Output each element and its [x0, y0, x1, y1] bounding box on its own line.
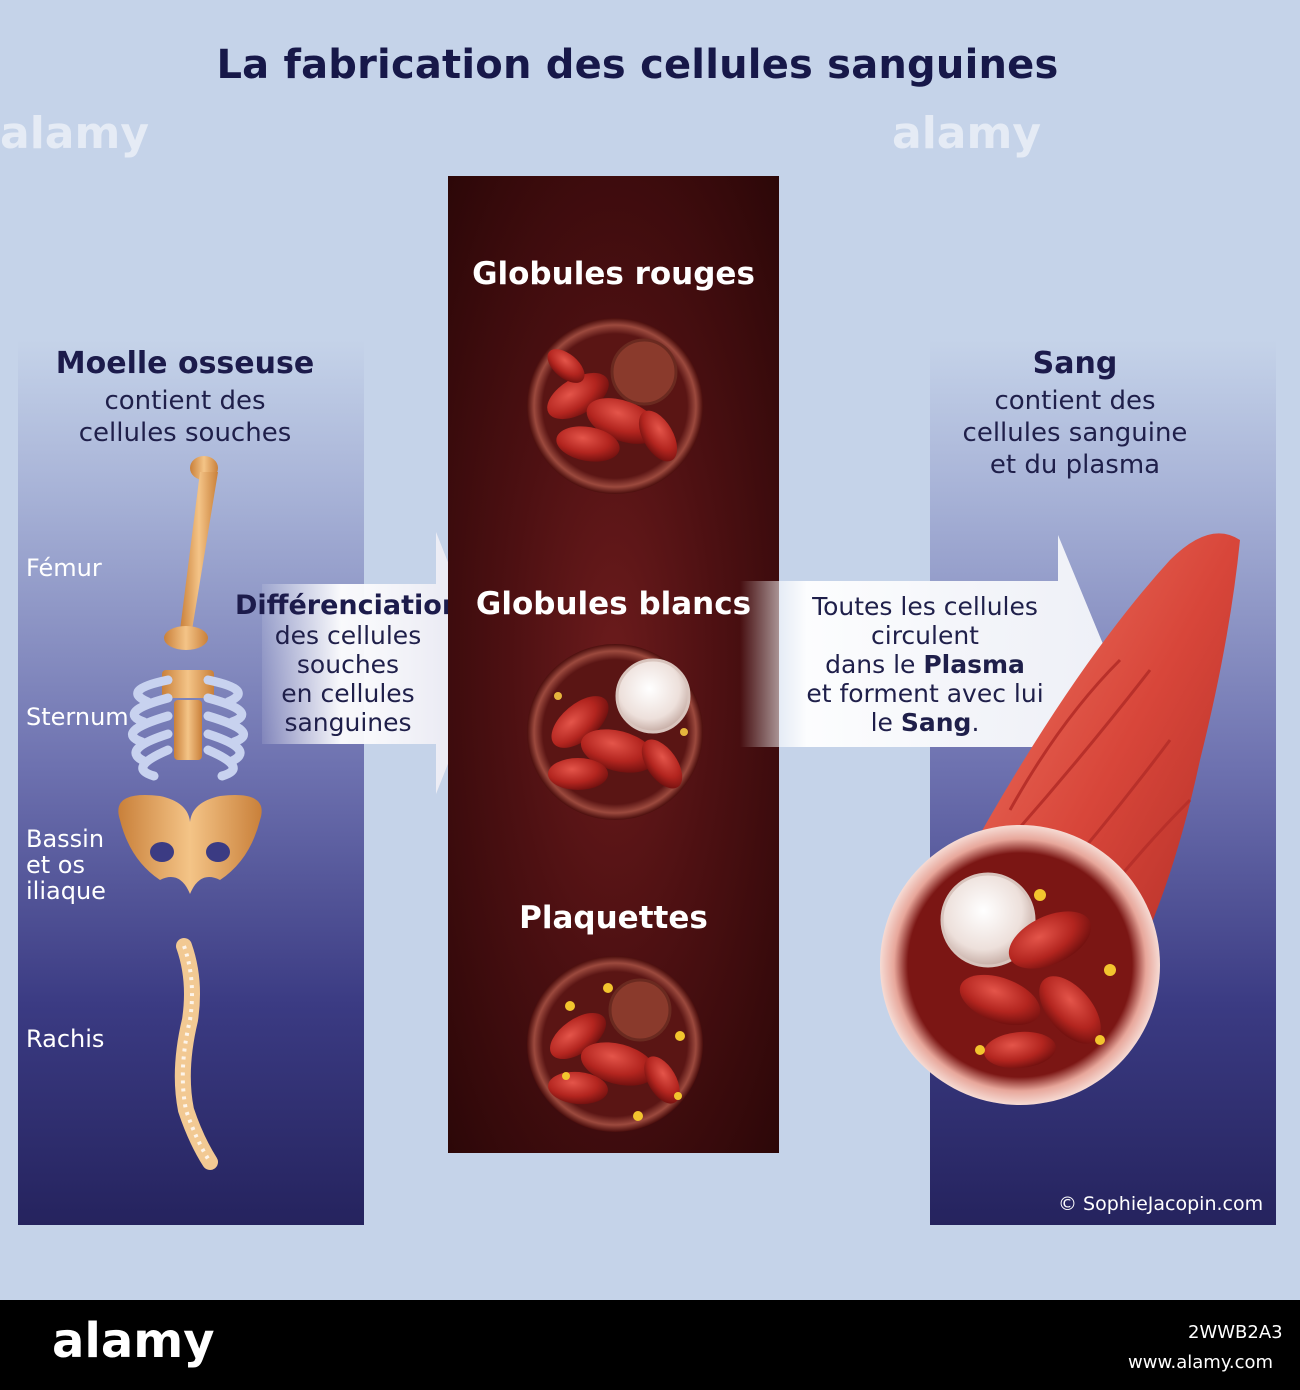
circulation-line2: circulent — [871, 621, 979, 650]
platelets-heading: Plaquettes — [519, 900, 708, 936]
femur-bone — [164, 456, 218, 650]
blood-heading: Sang — [1032, 346, 1118, 381]
femur-label: Fémur — [26, 554, 102, 582]
white-cells-heading: Globules blancs — [475, 586, 752, 622]
watermark-text: alamy — [0, 108, 149, 159]
pelvis-label-2: et os — [26, 851, 85, 879]
sternum-label: Sternum — [26, 703, 129, 731]
red-cells-heading: Globules rouges — [472, 256, 755, 292]
differentiation-line4: sanguines — [284, 708, 412, 737]
copyright-text: © SophieJacopin.com — [1058, 1193, 1264, 1215]
footer-bar — [0, 1300, 1300, 1390]
circulation-arrow — [740, 535, 1110, 787]
pelvis-label: Bassin — [26, 825, 105, 853]
differentiation-line2: souches — [296, 650, 400, 679]
circulation-line5: le Sang. — [870, 708, 980, 737]
differentiation-heading: Différenciation — [234, 590, 462, 621]
skeleton-illustration — [118, 456, 262, 1170]
alamy-logo: alamy — [52, 1313, 215, 1369]
pelvis-label-3: iliaque — [26, 877, 106, 905]
differentiation-line3: en cellules — [281, 679, 415, 708]
bone-marrow-heading: Moelle osseuse — [55, 346, 315, 381]
blood-line2: cellules sanguine — [962, 418, 1188, 448]
spine-bone — [174, 938, 218, 1170]
cell-illustrations — [527, 318, 703, 1132]
blood-vessel-illustration — [880, 533, 1240, 1105]
circulation-line1: Toutes les cellules — [812, 592, 1038, 621]
site-url: www.alamy.com — [1128, 1352, 1274, 1373]
differentiation-line1: des cellules — [274, 621, 422, 650]
white-cells-circle — [527, 644, 703, 820]
bone-marrow-line1: contient des — [104, 386, 266, 416]
page-title: La fabrication des cellules sanguines — [216, 42, 1059, 88]
bone-marrow-line2: cellules souches — [78, 418, 292, 448]
red-cells-circle — [527, 318, 703, 494]
platelets-circle — [527, 956, 703, 1132]
spine-label: Rachis — [26, 1025, 105, 1053]
image-id: 2WWB2A3 — [1188, 1322, 1283, 1343]
blood-line1: contient des — [994, 386, 1156, 416]
sternum-bone — [127, 670, 249, 781]
watermark-text: alamy — [892, 108, 1041, 159]
circulation-line4: et forment avec lui — [806, 679, 1044, 708]
pelvis-bone — [118, 795, 262, 894]
circulation-line3: dans le Plasma — [825, 650, 1025, 679]
bone-marrow-panel — [18, 340, 364, 1225]
differentiation-arrow — [262, 532, 488, 794]
blood-line3: et du plasma — [989, 450, 1161, 480]
